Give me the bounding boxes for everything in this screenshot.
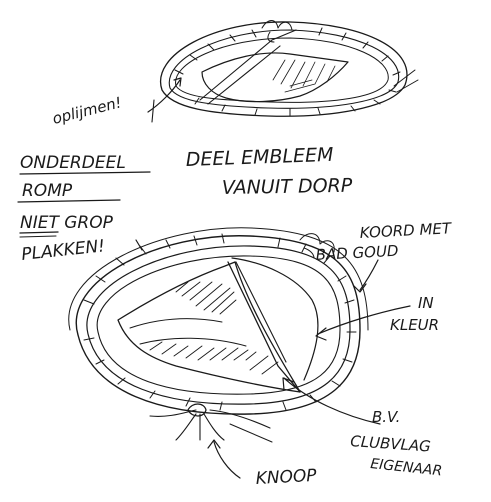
label-knoop: KNOOP (255, 466, 318, 489)
top-emblem (148, 21, 418, 123)
label-oplijmen: oplijmen! (51, 93, 124, 128)
label-romp: ROMP (22, 181, 73, 201)
label-bv: B.V. (372, 408, 400, 426)
label-koord-2: BAD GOUD (315, 242, 399, 264)
label-clubvlag: CLUBVLAG (350, 432, 432, 456)
label-eigenaar: EIGENAAR (370, 456, 443, 479)
label-in: IN (418, 294, 434, 312)
title-line-2: VANUIT DORP (222, 175, 353, 199)
label-niet-grop: NIET GROP (20, 213, 114, 233)
underline-niet-2 (20, 236, 56, 237)
title-line-1: DEEL EMBLEEM (185, 144, 333, 171)
label-koord-1: KOORD MET (359, 219, 453, 242)
label-plakken: PLAKKEN! (20, 236, 106, 265)
label-onderdeel: ONDERDEEL (20, 153, 126, 173)
label-kleur: KLEUR (390, 316, 439, 334)
